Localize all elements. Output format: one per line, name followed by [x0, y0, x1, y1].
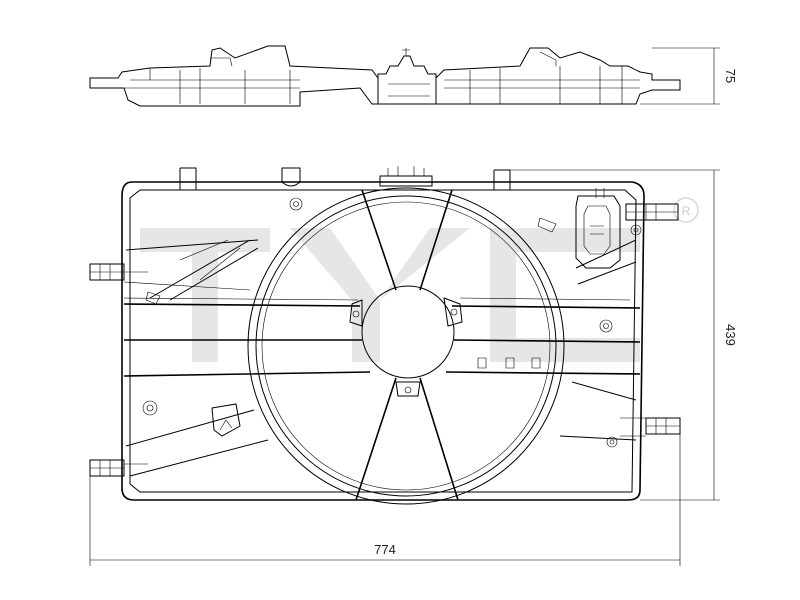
- registered-mark-text: R: [682, 204, 691, 218]
- dimension-top-height: 75: [723, 69, 738, 83]
- left-connector-lower: [89, 459, 148, 477]
- front-view-dimensions: 439 774: [89, 169, 738, 566]
- top-view-profile: 75: [89, 45, 738, 107]
- front-view-shroud: [89, 166, 681, 505]
- watermark-logo: R: [140, 197, 699, 362]
- registered-mark-circle: [673, 197, 699, 223]
- right-connector-lower: [620, 417, 681, 437]
- dimension-front-width: 774: [374, 542, 396, 557]
- dimension-front-height: 439: [723, 324, 738, 346]
- left-connector-upper: [89, 263, 148, 281]
